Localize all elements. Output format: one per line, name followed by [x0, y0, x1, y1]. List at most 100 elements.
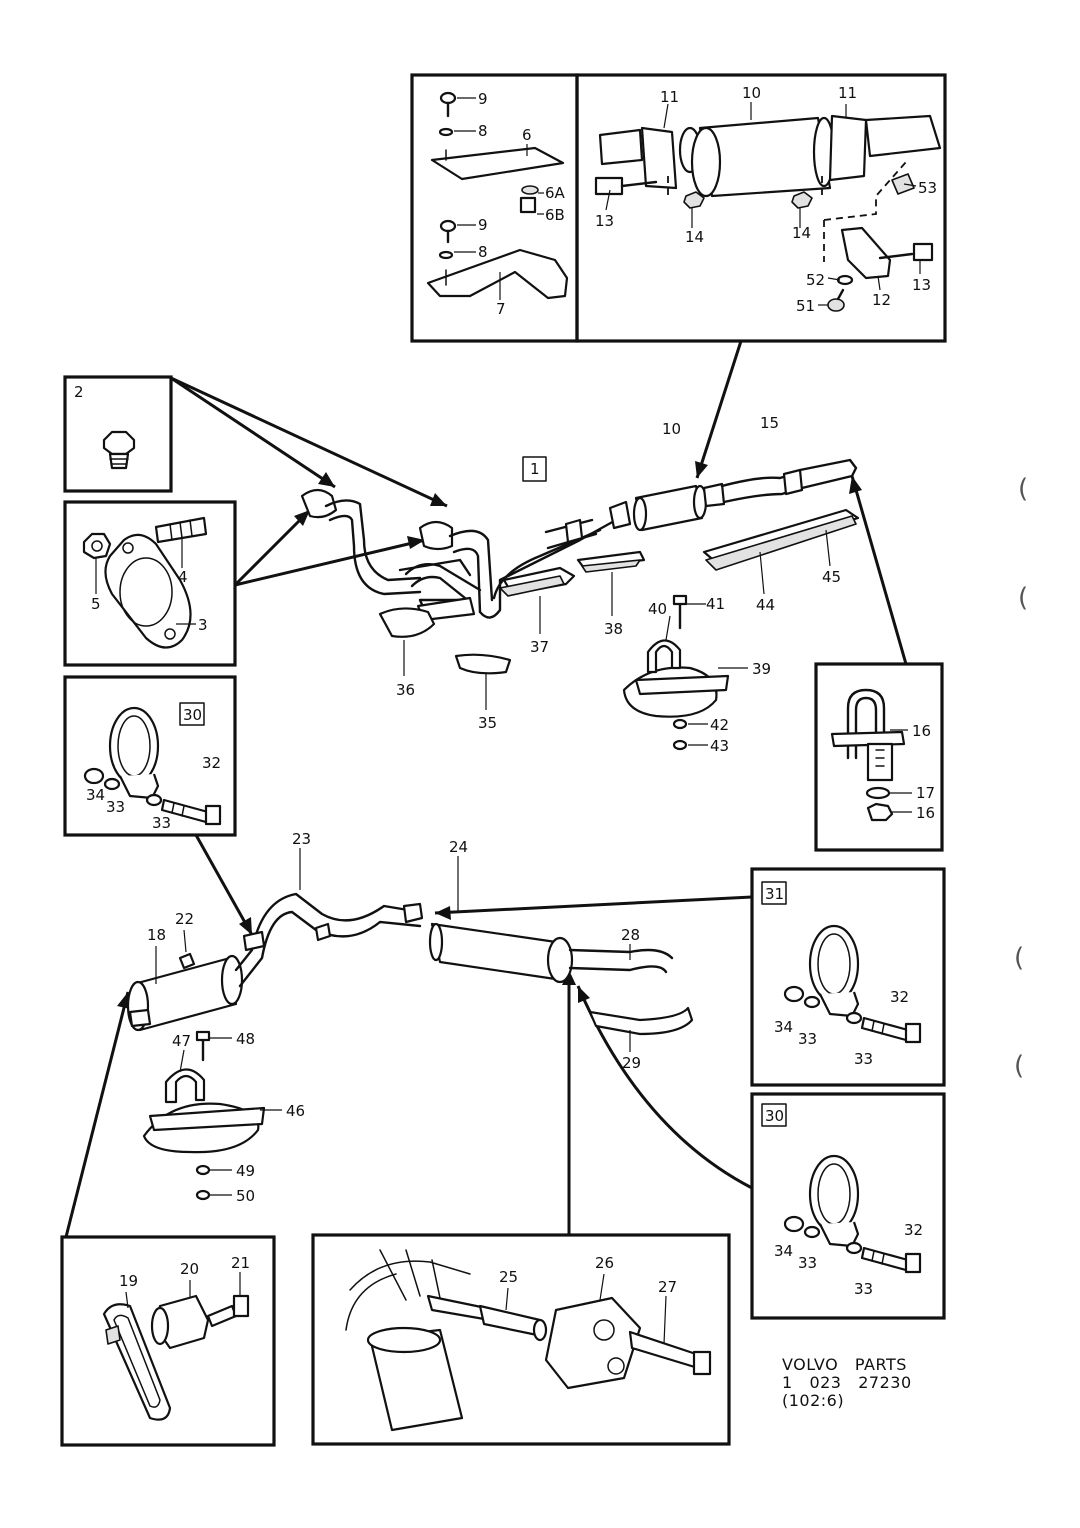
label-7: 7 — [496, 300, 506, 318]
label-33-mid-b: 33 — [854, 1050, 873, 1068]
part-number-labels: 1 30 31 30 2 3 4 5 6 6A 6B 7 8 8 9 9 10 … — [74, 84, 937, 1298]
label-8b: 8 — [478, 243, 488, 261]
label-52: 52 — [806, 271, 825, 289]
inset-clamp-30-lower — [750, 1092, 946, 1320]
margin-marks: ( ( ( ( — [1014, 474, 1028, 1081]
mounting-bracket-46 — [142, 1030, 282, 1201]
label-44: 44 — [756, 596, 775, 614]
label-4: 4 — [178, 568, 188, 586]
label-36: 36 — [396, 681, 415, 699]
rear-exhaust-assembly — [126, 848, 694, 1052]
label-46: 46 — [286, 1102, 305, 1120]
heat-shield-parts — [426, 91, 569, 300]
pointer-arrows — [64, 340, 908, 1238]
label-48: 48 — [236, 1030, 255, 1048]
label-14-right: 14 — [792, 224, 811, 242]
label-20: 20 — [180, 1260, 199, 1278]
label-33-upper-a: 33 — [106, 798, 125, 816]
label-16-bottom: 16 — [916, 804, 935, 822]
inset-catalytic-converter — [575, 73, 947, 343]
label-1: 1 — [530, 460, 540, 478]
inset-clamp-30-upper — [63, 675, 237, 837]
label-13-left: 13 — [595, 212, 614, 230]
label-11-right: 11 — [838, 84, 857, 102]
front-pipe-assembly — [300, 488, 618, 622]
label-50: 50 — [236, 1187, 255, 1205]
label-19: 19 — [119, 1272, 138, 1290]
catalytic-converter-parts — [594, 102, 942, 312]
inset-hanger-bracket — [311, 1233, 731, 1446]
label-10-inset: 10 — [742, 84, 761, 102]
label-11-left: 11 — [660, 88, 679, 106]
label-24: 24 — [449, 838, 468, 856]
label-40: 40 — [648, 600, 667, 618]
footer-part-number: 1 023 27230 — [782, 1373, 912, 1392]
label-28: 28 — [621, 926, 640, 944]
label-23: 23 — [292, 830, 311, 848]
margin-mark: ( — [1014, 1051, 1024, 1081]
label-42: 42 — [710, 716, 729, 734]
catalytic-converter-main — [608, 458, 858, 532]
label-12: 12 — [872, 291, 891, 309]
mounting-bracket-39 — [622, 594, 748, 751]
label-41: 41 — [706, 595, 725, 613]
label-30-upper: 30 — [183, 706, 202, 724]
label-26: 26 — [595, 1254, 614, 1272]
rubber-hanger-parts — [102, 1272, 250, 1421]
u-bolt-part — [830, 688, 912, 822]
label-45: 45 — [822, 568, 841, 586]
label-47: 47 — [172, 1032, 191, 1050]
label-21: 21 — [231, 1254, 250, 1272]
label-9b: 9 — [478, 216, 488, 234]
label-15: 15 — [760, 414, 779, 432]
label-51: 51 — [796, 297, 815, 315]
inset-u-bolt — [814, 662, 944, 852]
label-33-lower-a: 33 — [798, 1254, 817, 1272]
margin-mark: ( — [1018, 474, 1028, 504]
inset-clamp-31 — [750, 867, 946, 1087]
label-6b: 6B — [545, 206, 565, 224]
label-9a: 9 — [478, 90, 488, 108]
label-14-left: 14 — [685, 228, 704, 246]
margin-mark: ( — [1014, 943, 1024, 973]
label-10-main: 10 — [662, 420, 681, 438]
label-38: 38 — [604, 620, 623, 638]
label-49: 49 — [236, 1162, 255, 1180]
inset-rubber-hanger — [60, 1235, 276, 1447]
label-33-mid-a: 33 — [798, 1030, 817, 1048]
label-29: 29 — [622, 1054, 641, 1072]
label-6a: 6A — [545, 184, 566, 202]
label-6: 6 — [522, 126, 532, 144]
label-32-lower: 32 — [904, 1221, 923, 1239]
clamp-31-part — [783, 924, 922, 1044]
footer-brand: VOLVO PARTS — [782, 1355, 907, 1374]
hanger-bracket-parts — [345, 1249, 712, 1432]
label-43: 43 — [710, 737, 729, 755]
margin-mark: ( — [1018, 583, 1028, 613]
label-5: 5 — [91, 595, 101, 613]
label-34-upper: 34 — [86, 786, 105, 804]
label-16-top: 16 — [912, 722, 931, 740]
label-22: 22 — [175, 910, 194, 928]
label-25: 25 — [499, 1268, 518, 1286]
heat-shields — [378, 508, 860, 710]
label-32-mid: 32 — [890, 988, 909, 1006]
label-37: 37 — [530, 638, 549, 656]
label-30-lower: 30 — [765, 1107, 784, 1125]
label-32-upper: 32 — [202, 754, 221, 772]
label-35: 35 — [478, 714, 497, 732]
inset-drain-plug — [63, 375, 173, 493]
label-18: 18 — [147, 926, 166, 944]
label-8a: 8 — [478, 122, 488, 140]
label-33-upper-b: 33 — [152, 814, 171, 832]
label-53: 53 — [918, 179, 937, 197]
catalog-footer: VOLVO PARTS 1 023 27230 (102:6) — [782, 1355, 912, 1410]
label-39: 39 — [752, 660, 771, 678]
flange-gasket-parts — [82, 516, 208, 649]
label-34-mid: 34 — [774, 1018, 793, 1036]
footer-page-ref: (102:6) — [782, 1391, 844, 1410]
drain-plug-part — [102, 430, 136, 470]
label-13-right: 13 — [912, 276, 931, 294]
label-3: 3 — [198, 616, 208, 634]
